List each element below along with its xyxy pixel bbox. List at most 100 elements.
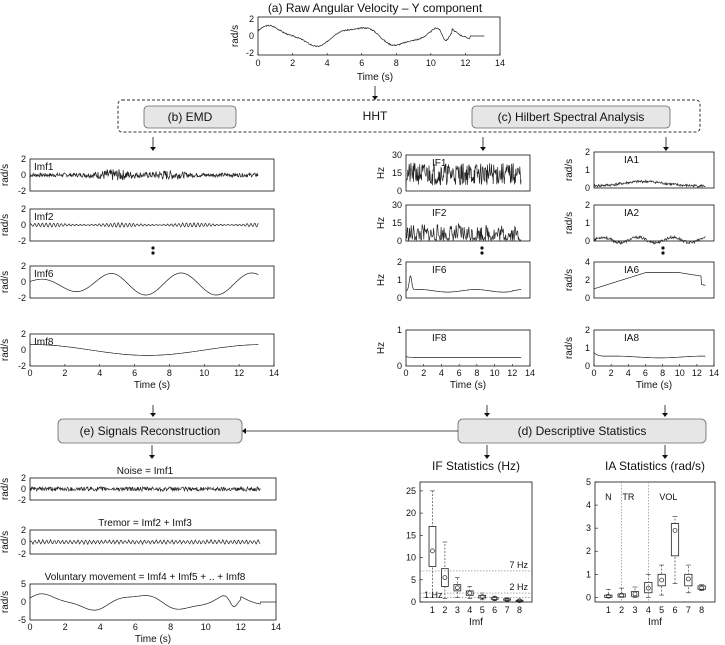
- if-ytick: 0: [397, 293, 402, 303]
- box-iqr: [428, 526, 437, 567]
- emd-ytick: 2: [21, 329, 26, 339]
- box-frame: [419, 481, 533, 603]
- box-median: [430, 548, 435, 554]
- box-median: [659, 577, 665, 583]
- ia-ytick: 2: [585, 147, 590, 157]
- emd-panel-name: Imf6: [34, 269, 54, 280]
- x-tick-label: 14: [269, 368, 279, 378]
- if-panel-frame: [405, 329, 531, 367]
- ellipsis-dot: [661, 246, 665, 250]
- emd-ylabel: rad/s: [0, 214, 11, 236]
- emd-ylabel: rad/s: [0, 271, 11, 293]
- emd-ytick: 2: [21, 261, 26, 271]
- if-ylabel: Hz: [376, 217, 387, 229]
- x-tick-label: 2: [290, 58, 295, 68]
- recon-stage-label: (e) Signals Reconstruction: [80, 424, 221, 438]
- hsa-stage-label: (c) Hilbert Spectral Analysis: [498, 110, 645, 124]
- y-tick-label: 5: [586, 477, 591, 487]
- x-tick-label: 12: [507, 368, 517, 378]
- if-ytick: 1: [397, 325, 402, 335]
- if-signal: [405, 275, 522, 293]
- raw-yticks: 2 0 -2: [246, 14, 254, 58]
- if-ytick: 1: [397, 275, 402, 285]
- box-iqr: [441, 568, 449, 587]
- emd-signal: [30, 344, 259, 356]
- if-ylabel: Hz: [376, 167, 387, 179]
- raw-ytick: 2: [249, 14, 254, 24]
- if-ytick: 30: [392, 200, 402, 210]
- recon-ytick: -5: [18, 615, 26, 625]
- ellipsis-dot: [151, 251, 155, 255]
- x-tick-label: 12: [234, 368, 244, 378]
- recon-ylabel: rad/s: [0, 591, 11, 613]
- recon-ytick: 5: [21, 579, 26, 589]
- x-tick-label: 4: [467, 605, 472, 615]
- emd-ytick: -2: [18, 293, 26, 303]
- y-tick-label: 0: [411, 597, 416, 607]
- x-tick-label: 10: [199, 368, 209, 378]
- raw-xlabel: Time (s): [357, 72, 393, 83]
- x-tick-label: 6: [492, 605, 497, 615]
- x-tick-label: 8: [394, 58, 399, 68]
- ia-panel-name: IA6: [624, 265, 639, 276]
- ia-panel-name: IA8: [624, 333, 639, 344]
- recon-panel-title: Tremor = Imf2 + Imf3: [98, 518, 192, 529]
- ia-panel-frame: [593, 329, 715, 367]
- x-tick-label: 14: [271, 622, 281, 632]
- ellipsis-dot: [480, 251, 484, 255]
- recon-ytick: 2: [21, 473, 26, 483]
- group-label: TR: [622, 492, 634, 502]
- emd-panel-frame: [29, 333, 275, 367]
- x-tick-label: 14: [709, 368, 719, 378]
- emd-ylabel: rad/s: [0, 164, 11, 186]
- ia-ytick: 1: [585, 343, 590, 353]
- ellipsis-dot: [661, 251, 665, 255]
- box-iqr: [684, 573, 693, 587]
- x-tick-label: 4: [646, 605, 651, 615]
- emd-stage-box: [143, 105, 237, 129]
- ellipsis-dot: [151, 246, 155, 250]
- raw-title: (a) Raw Angular Velocity – Y component: [268, 1, 483, 15]
- ia-ylabel: rad/s: [564, 269, 575, 291]
- if-ytick: 0: [397, 186, 402, 196]
- x-tick-label: 3: [632, 605, 637, 615]
- x-tick-label: 8: [660, 368, 665, 378]
- box-iqr: [490, 597, 499, 600]
- x-tick-label: 14: [525, 368, 535, 378]
- if-panel-name: IF1: [432, 158, 447, 169]
- hht-box: [117, 99, 701, 133]
- x-tick-label: 5: [659, 605, 664, 615]
- ia-ytick: 4: [585, 257, 590, 267]
- ia-ytick: 0: [585, 361, 590, 371]
- box-iqr: [670, 523, 680, 557]
- if-ytick: 15: [392, 168, 402, 178]
- hsa-stage-box: [471, 105, 671, 129]
- x-tick-label: 0: [255, 58, 260, 68]
- box-iqr: [630, 591, 640, 597]
- x-tick-label: 2: [62, 368, 67, 378]
- emd-xlabel: Time (s): [134, 380, 170, 391]
- x-tick-label: 3: [455, 605, 460, 615]
- x-tick-label: 2: [442, 605, 447, 615]
- column-arrows: [150, 137, 669, 151]
- recon-panel-frame: [29, 583, 277, 621]
- x-tick-label: 10: [675, 368, 685, 378]
- x-tick-label: 12: [236, 622, 246, 632]
- ia-panel-name: IA2: [624, 208, 639, 219]
- emd-panel-name: Imf1: [34, 162, 54, 173]
- x-tick-label: 5: [480, 605, 485, 615]
- x-tick-label: 2: [63, 622, 68, 632]
- box-median: [699, 585, 705, 591]
- recon-ytick: 0: [21, 597, 26, 607]
